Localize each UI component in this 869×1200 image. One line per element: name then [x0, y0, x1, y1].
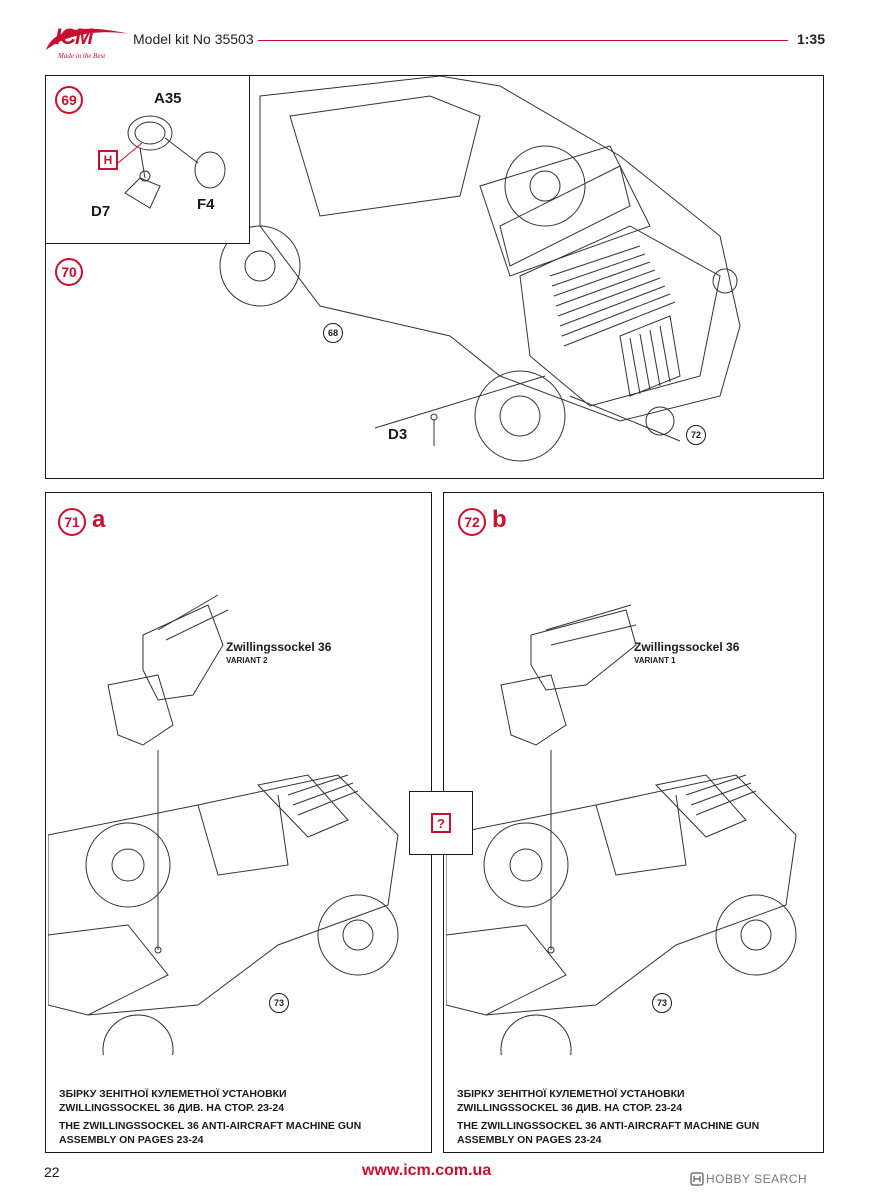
part-d7-label: D7	[91, 203, 111, 220]
part-d3-pin	[430, 413, 438, 446]
step-70-number: 70	[55, 258, 83, 286]
variant-1-mount-illustration	[446, 604, 797, 1055]
step-71-variant: a	[92, 506, 106, 533]
website-link[interactable]: www.icm.com.ua	[362, 1162, 492, 1179]
step-71-subtitle: VARIANT 2	[226, 656, 268, 665]
part-a35-label: A35	[154, 90, 182, 107]
question-icon: ?	[431, 813, 451, 833]
brand-tagline: Made in the Best	[58, 52, 106, 60]
step-69-number: 69	[55, 86, 83, 114]
step-70-ref-72: 72	[686, 425, 706, 445]
hobbysearch-watermark: HOBBY SEARCH	[706, 1172, 808, 1186]
step-71-title: Zwillingssockel 36	[226, 640, 332, 654]
kit-scale: 1:35	[796, 31, 825, 47]
step-69-panel	[45, 75, 250, 244]
vehicle-top-illustration	[219, 76, 741, 462]
variant-choice-box: ?	[409, 791, 473, 855]
header-rule	[258, 40, 788, 41]
icm-logo-icon	[46, 28, 130, 50]
step-72-variant: b	[492, 506, 507, 533]
step-72-subtitle: VARIANT 1	[634, 656, 676, 665]
step-71-number: 71	[58, 508, 86, 536]
brand-logo: ICM	[55, 24, 93, 49]
step-72-instruction-line-1: ЗБІРКУ ЗЕНІТНОЇ КУЛЕМЕТНОЇ УСТАНОВКИ	[457, 1088, 685, 1100]
step-71-instruction-line-1: ЗБІРКУ ЗЕНІТНОЇ КУЛЕМЕТНОЇ УСТАНОВКИ	[59, 1088, 287, 1100]
step-72-title: Zwillingssockel 36	[634, 640, 740, 654]
step-71-instructions: ЗБІРКУ ЗЕНІТНОЇ КУЛЕМЕТНОЇ УСТАНОВКИ ZWI…	[59, 1087, 361, 1147]
step-70-ref-68: 68	[323, 323, 343, 343]
step-72-ref-73: 73	[652, 993, 672, 1013]
step-71-instruction-line-3: THE ZWILLINGSSOCKEL 36 ANTI-AIRCRAFT MAC…	[59, 1120, 362, 1132]
step-72-instruction-line-2: ZWILLINGSSOCKEL 36 ДИВ. НА СТОР. 23-24	[457, 1102, 683, 1114]
variant-2-mount-illustration	[48, 594, 399, 1055]
part-d3-label: D3	[388, 426, 408, 443]
step-71-instruction-line-4: ASSEMBLY ON PAGES 23-24	[59, 1134, 204, 1146]
paint-code-h: H	[98, 150, 118, 170]
step-71-ref-73: 73	[269, 993, 289, 1013]
step-72-number: 72	[458, 508, 486, 536]
page-number: 22	[44, 1164, 60, 1180]
step-71-instruction-line-2: ZWILLINGSSOCKEL 36 ДИВ. НА СТОР. 23-24	[59, 1102, 285, 1114]
step-72-instructions: ЗБІРКУ ЗЕНІТНОЇ КУЛЕМЕТНОЇ УСТАНОВКИ ZWI…	[457, 1087, 759, 1147]
step-72-instruction-line-3: THE ZWILLINGSSOCKEL 36 ANTI-AIRCRAFT MAC…	[457, 1120, 760, 1132]
part-f4-label: F4	[197, 196, 215, 213]
headlight-assembly-illustration	[117, 115, 226, 209]
kit-number: Model kit No 35503	[133, 31, 254, 47]
step-72-instruction-line-4: ASSEMBLY ON PAGES 23-24	[457, 1134, 602, 1146]
hobbysearch-logo-icon	[690, 1172, 704, 1186]
